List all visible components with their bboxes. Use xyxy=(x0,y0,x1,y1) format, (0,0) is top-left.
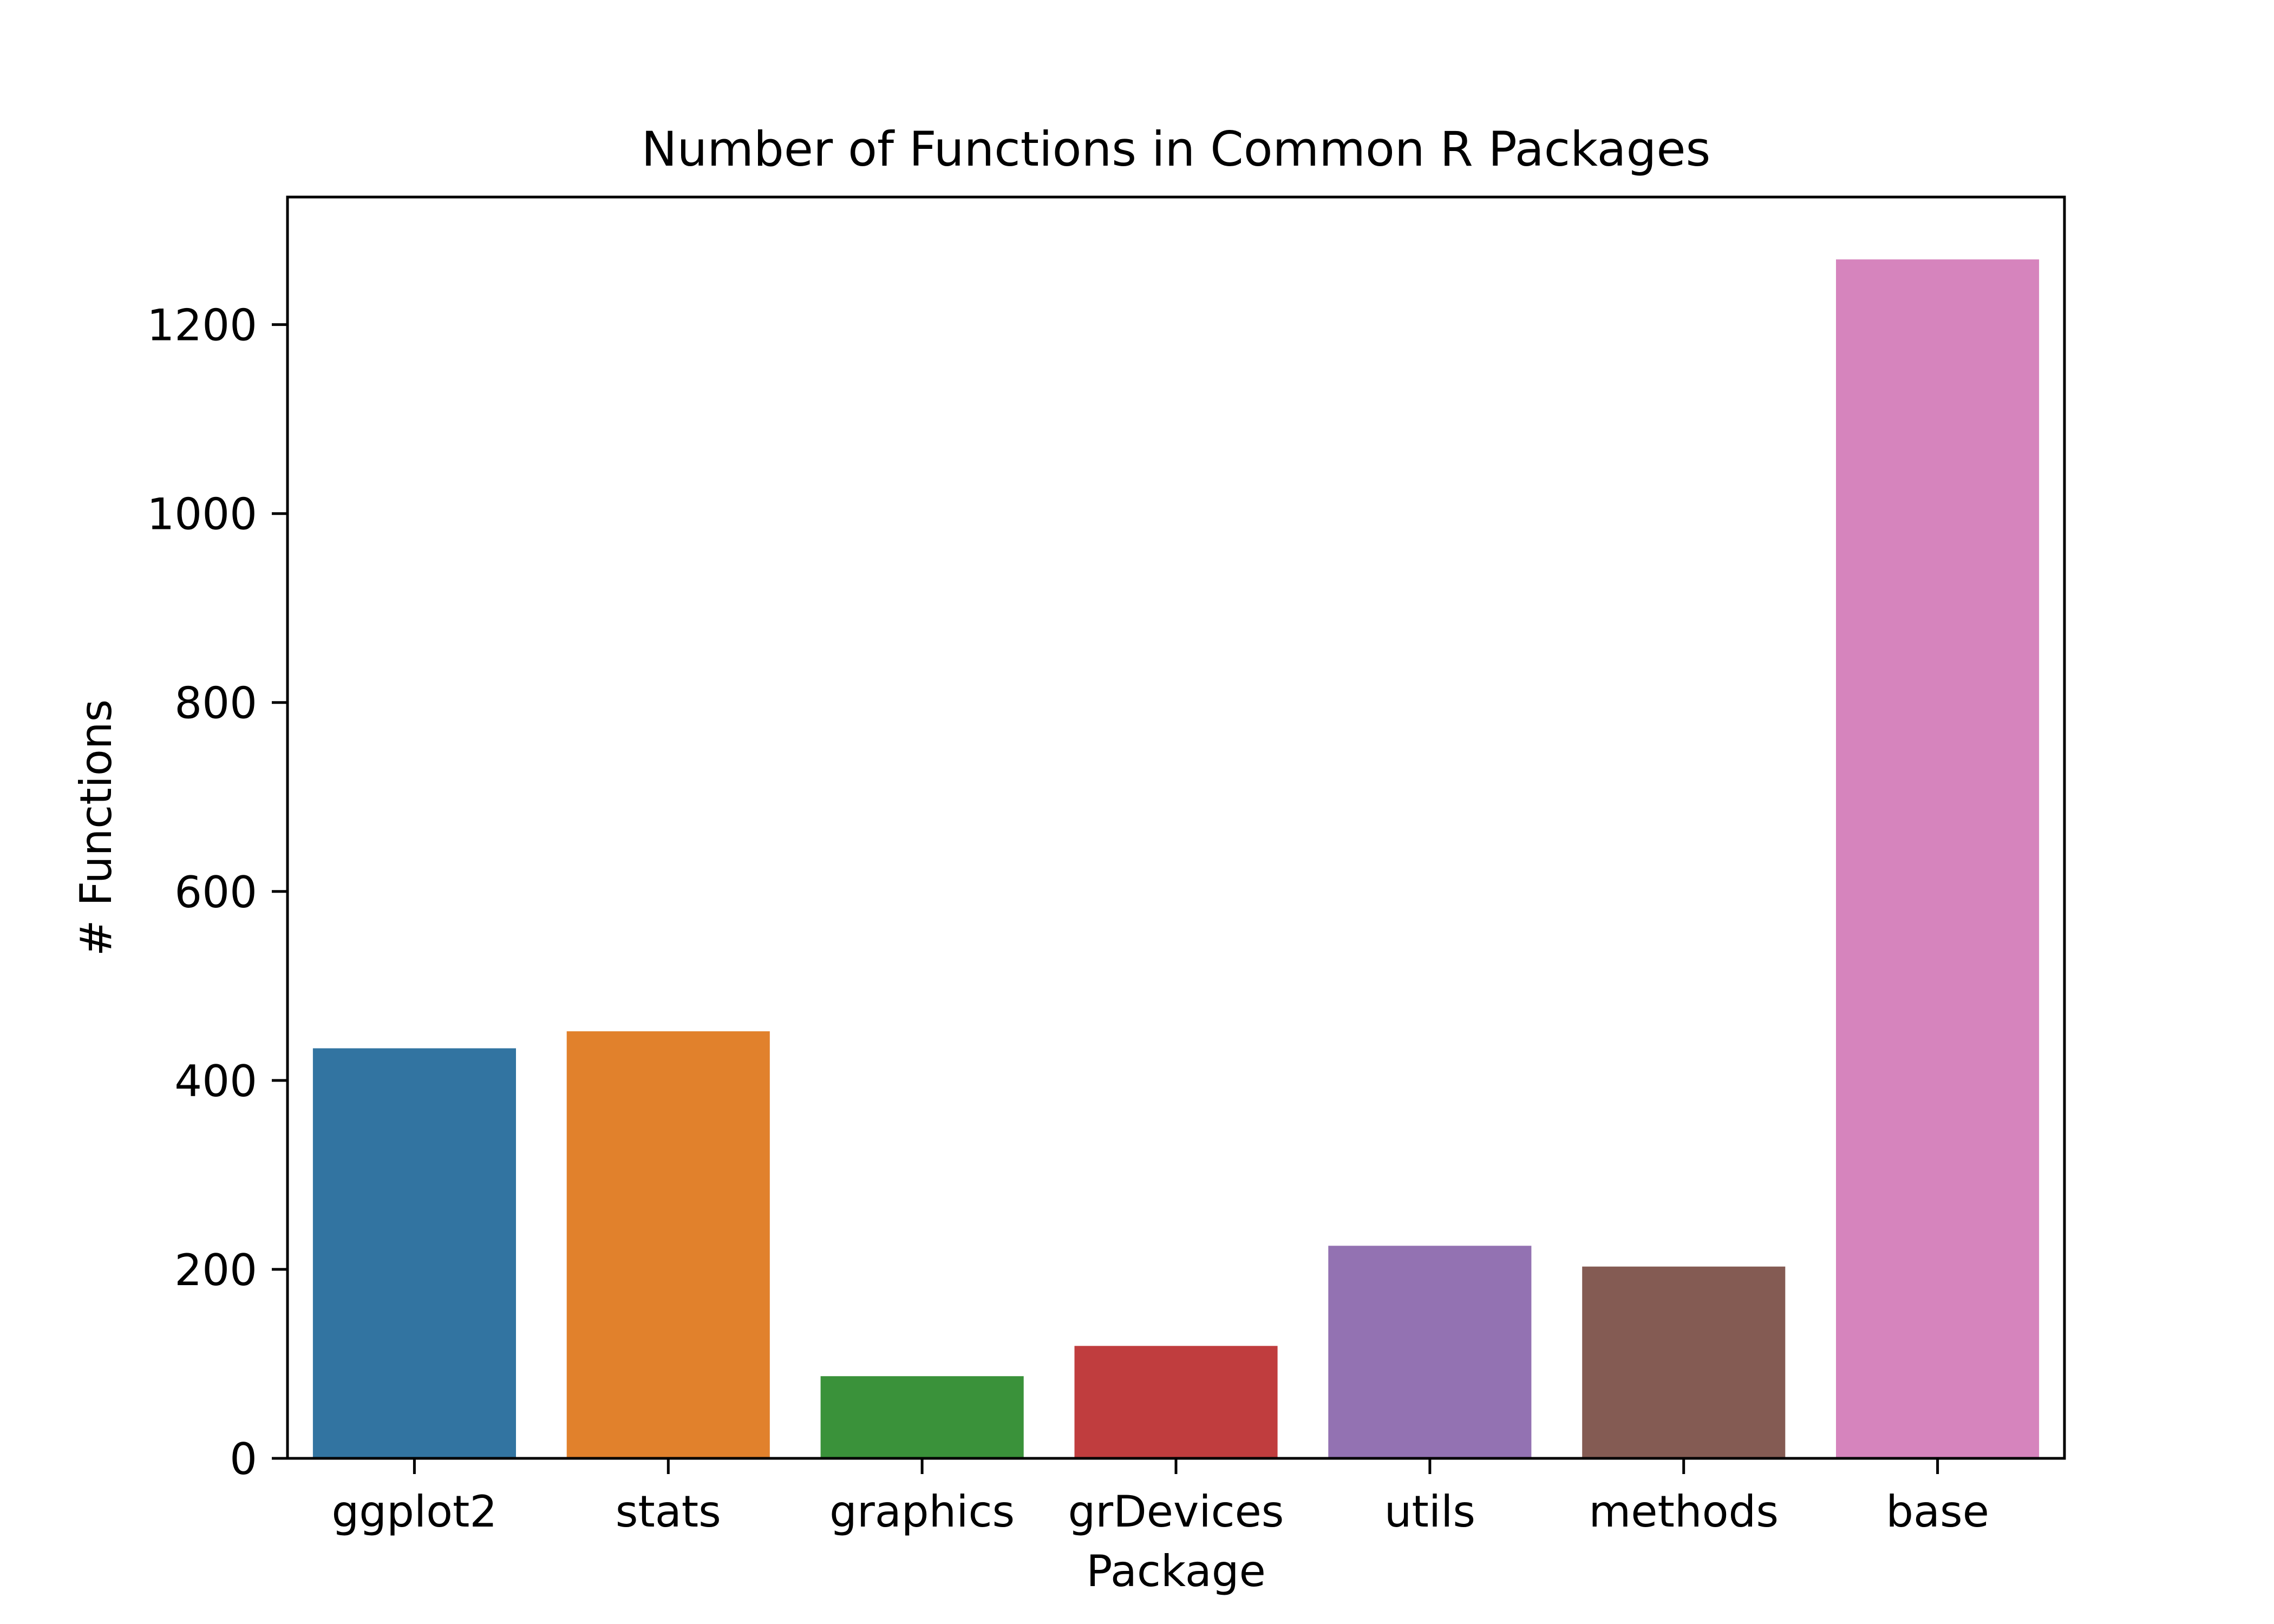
y-tick-label-1200: 1200 xyxy=(147,300,257,351)
bar-ggplot2 xyxy=(312,1048,516,1458)
plot-frame xyxy=(286,195,2066,1460)
bar-methods xyxy=(1582,1266,1786,1458)
bar-stats xyxy=(566,1031,770,1458)
y-tick-label-0: 0 xyxy=(230,1434,257,1484)
bar-graphics xyxy=(820,1376,1024,1458)
bar-grDevices xyxy=(1074,1346,1278,1458)
bar-utils xyxy=(1328,1246,1532,1458)
x-tick-label-grDevices: grDevices xyxy=(1068,1487,1284,1537)
y-axis-ticks: 0 200 400 600 800 1000 1200 xyxy=(147,300,287,1484)
x-tick-label-ggplot2: ggplot2 xyxy=(332,1487,498,1537)
y-tick-label-1000: 1000 xyxy=(147,489,257,540)
bar-base xyxy=(1836,259,2040,1459)
chart-title: Number of Functions in Common R Packages xyxy=(642,121,1711,177)
x-tick-label-stats: stats xyxy=(616,1487,721,1537)
x-tick-label-base: base xyxy=(1886,1487,1989,1537)
x-tick-label-methods: methods xyxy=(1589,1487,1779,1537)
x-tick-label-graphics: graphics xyxy=(829,1487,1015,1537)
bars-group xyxy=(312,259,2040,1459)
x-axis-label: Package xyxy=(1086,1546,1266,1596)
y-tick-label-600: 600 xyxy=(174,867,257,918)
y-tick-label-400: 400 xyxy=(174,1056,257,1106)
y-tick-label-800: 800 xyxy=(174,678,257,729)
x-axis-ticks: ggplot2 stats graphics grDevices utils method… xyxy=(332,1458,1989,1537)
x-tick-label-utils: utils xyxy=(1384,1487,1475,1537)
y-tick-label-200: 200 xyxy=(174,1245,257,1295)
y-axis-label: # Functions xyxy=(71,699,121,956)
